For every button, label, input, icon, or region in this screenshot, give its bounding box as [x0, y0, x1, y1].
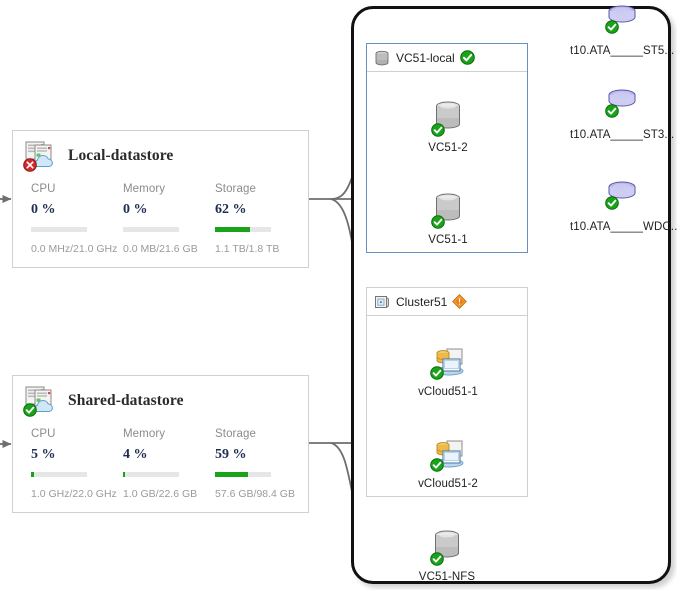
- ok-badge: [459, 50, 475, 65]
- card-header: Shared-datastore: [23, 386, 184, 417]
- node-label: vCloud51-1: [418, 386, 478, 398]
- node-label: vCloud51-2: [418, 478, 478, 490]
- metric-progress-bar: [215, 227, 271, 232]
- server-stack-icon: [375, 50, 389, 65]
- metric-storage: Storage 62 % 1.1 TB/1.8 TB: [215, 183, 307, 255]
- node-label: t10.ATA_____WDC...: [570, 221, 677, 233]
- metric-progress-bar: [123, 472, 179, 477]
- metric-value: 5 %: [31, 447, 56, 462]
- metric-cpu: CPU 0 % 0.0 MHz/21.0 GHz: [31, 183, 123, 255]
- node-label: VC51-NFS: [418, 571, 476, 583]
- datastore-cylinder-icon: [425, 528, 469, 568]
- metric-progress-bar: [123, 227, 179, 232]
- metric-storage: Storage 59 % 57.6 GB/98.4 GB: [215, 428, 307, 500]
- node-disk-1[interactable]: t10.ATA_____ST5...: [570, 2, 674, 57]
- metric-progress-bar: [215, 472, 271, 477]
- metric-progress-fill: [215, 472, 249, 477]
- card-title: Shared-datastore: [68, 392, 184, 409]
- metric-progress-bar: [31, 227, 87, 232]
- datastore-cloud-icon: [23, 141, 59, 172]
- metric-progress-fill: [123, 472, 126, 477]
- metric-value: 4 %: [123, 447, 148, 462]
- metric-cpu: CPU 5 % 1.0 GHz/22.0 GHz: [31, 428, 123, 500]
- metric-subtext: 1.1 TB/1.8 TB: [215, 243, 280, 255]
- datastore-card-shared[interactable]: Shared-datastore CPU 5 % 1.0 GHz/22.0 GH…: [12, 375, 309, 513]
- metric-subtext: 1.0 GB/22.6 GB: [123, 488, 198, 500]
- vcloud-vm-icon: [426, 435, 470, 475]
- card-header: Local-datastore: [23, 141, 174, 172]
- group-header: VC51-local: [367, 44, 527, 72]
- metric-label: Memory: [123, 428, 166, 440]
- vcloud-vm-icon: [426, 343, 470, 383]
- metric-label: Storage: [215, 183, 256, 195]
- node-label: VC51-1: [428, 234, 468, 246]
- metric-value: 0 %: [31, 202, 56, 217]
- metric-row: CPU 0 % 0.0 MHz/21.0 GHz Memory 0 % 0.0 …: [31, 183, 307, 255]
- ok-badge: [23, 403, 37, 417]
- datastore-cylinder-icon: [426, 191, 470, 231]
- metric-value: 62 %: [215, 202, 247, 217]
- group-body: VC51-2: [367, 72, 527, 253]
- metric-subtext: 57.6 GB/98.4 GB: [215, 488, 295, 500]
- group-title: VC51-local: [396, 50, 455, 65]
- metric-value: 59 %: [215, 447, 247, 462]
- node-vc51-nfs[interactable]: VC51-NFS: [399, 528, 495, 583]
- group-header: Cluster51: [367, 288, 527, 316]
- datastore-cloud-icon: [23, 386, 59, 417]
- metric-memory: Memory 0 % 0.0 MB/21.6 GB: [123, 183, 215, 255]
- metric-memory: Memory 4 % 1.0 GB/22.6 GB: [123, 428, 215, 500]
- group-body: vCloud51-1: [367, 316, 527, 497]
- group-title: Cluster51: [396, 294, 448, 309]
- node-label: t10.ATA_____ST3...: [570, 129, 675, 141]
- metric-value: 0 %: [123, 202, 148, 217]
- node-label: t10.ATA_____ST5...: [570, 45, 675, 57]
- node-disk-2[interactable]: t10.ATA_____ST3...: [570, 86, 674, 141]
- disk-lun-icon: [600, 86, 644, 126]
- metric-progress-fill: [31, 472, 34, 477]
- host-box-icon: [375, 295, 389, 308]
- node-disk-3[interactable]: t10.ATA_____WDC...: [570, 178, 677, 233]
- metric-label: Storage: [215, 428, 256, 440]
- metric-progress-fill: [215, 227, 250, 232]
- group-cluster51[interactable]: Cluster51: [366, 287, 528, 497]
- warning-badge: [452, 294, 468, 309]
- node-vc51-2[interactable]: VC51-2: [400, 99, 496, 154]
- metric-subtext: 0.0 MHz/21.0 GHz: [31, 243, 118, 255]
- metric-label: CPU: [31, 183, 56, 195]
- metric-row: CPU 5 % 1.0 GHz/22.0 GHz Memory 4 % 1.0 …: [31, 428, 307, 500]
- metric-label: Memory: [123, 183, 166, 195]
- node-vc51-1[interactable]: VC51-1: [400, 191, 496, 246]
- metric-progress-bar: [31, 472, 87, 477]
- card-title: Local-datastore: [68, 147, 174, 164]
- metric-label: CPU: [31, 428, 56, 440]
- group-vc51-local[interactable]: VC51-local: [366, 43, 528, 253]
- node-label: VC51-2: [428, 142, 468, 154]
- node-vcloud51-1[interactable]: vCloud51-1: [400, 343, 496, 398]
- datastore-cylinder-icon: [426, 99, 470, 139]
- disk-lun-icon: [600, 2, 644, 42]
- disk-lun-icon: [600, 178, 644, 218]
- node-vcloud51-2[interactable]: vCloud51-2: [400, 435, 496, 490]
- error-badge: [23, 158, 37, 172]
- datastore-card-local[interactable]: Local-datastore CPU 0 % 0.0 MHz/21.0 GHz…: [12, 130, 309, 268]
- metric-subtext: 0.0 MB/21.6 GB: [123, 243, 198, 255]
- metric-subtext: 1.0 GHz/22.0 GHz: [31, 488, 117, 500]
